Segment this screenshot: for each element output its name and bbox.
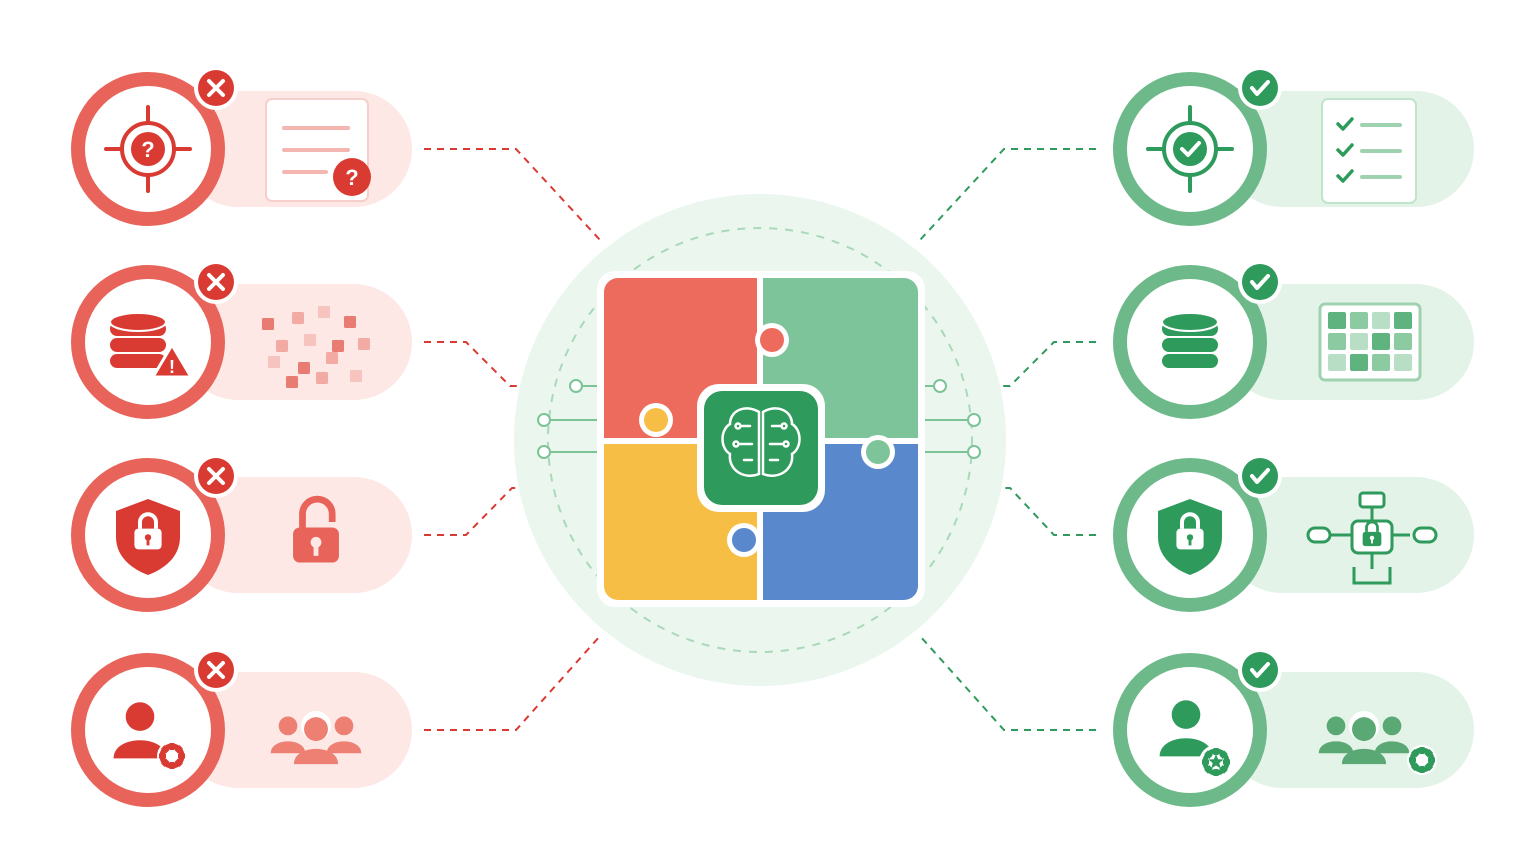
user-star-icon [1159, 700, 1233, 779]
checklist-icon [1321, 98, 1417, 204]
status-ring [1113, 653, 1267, 807]
data-grid-icon [1318, 302, 1422, 382]
document-question-icon: ? [265, 98, 371, 202]
shield-lock-icon [116, 499, 180, 575]
left-column-failures: ??! [71, 66, 412, 807]
connector-right-user [919, 635, 1096, 731]
svg-text:?: ? [345, 165, 358, 190]
brain-circuit-icon [721, 407, 801, 477]
x-icon [194, 454, 238, 498]
circuit-node [933, 379, 947, 393]
circuit-node [967, 413, 981, 427]
center-dashed-ring [547, 227, 973, 653]
scattered-pixels-icon [262, 306, 370, 388]
connector-right-target [919, 148, 1096, 241]
central-hub [514, 194, 1006, 686]
svg-text:?: ? [141, 137, 154, 162]
group-icon [270, 711, 362, 765]
connector-left-user [424, 635, 601, 731]
svg-text:!: ! [169, 357, 175, 377]
right-row-database [1113, 260, 1474, 419]
check-icon [1238, 66, 1282, 110]
puzzle-knob-red [760, 328, 784, 352]
circuit-node [967, 445, 981, 459]
puzzle-knob-green [866, 440, 890, 464]
circuit-node [537, 413, 551, 427]
check-icon [1238, 260, 1282, 304]
group-gear-icon [1318, 711, 1437, 775]
x-icon [194, 66, 238, 110]
right-row-security [1113, 454, 1474, 612]
shield-lock-icon [1158, 499, 1222, 575]
lock-network-icon [1306, 491, 1438, 585]
target-question-icon: ? [104, 105, 192, 193]
database-icon [1161, 312, 1219, 368]
left-row-security [71, 454, 412, 612]
puzzle [604, 278, 918, 600]
puzzle-knob-blue [732, 528, 756, 552]
circuit-node [537, 445, 551, 459]
right-row-user [1113, 648, 1474, 807]
circuit-node [569, 379, 583, 393]
connector-left-target [424, 148, 601, 241]
right-row-target [1113, 66, 1474, 226]
circuit-traces [537, 379, 981, 459]
unlocked-padlock-icon [293, 495, 339, 563]
right-column-successes [1113, 66, 1474, 807]
x-icon [194, 260, 238, 304]
database-warning-icon: ! [109, 312, 193, 379]
brain-hub [704, 391, 818, 505]
left-row-user [71, 648, 412, 807]
user-gear-icon [113, 702, 187, 771]
connector-lines [424, 148, 1096, 731]
x-icon [194, 648, 238, 692]
puzzle-knob-yellow [644, 408, 668, 432]
left-row-target: ?? [71, 66, 412, 226]
target-check-icon [1146, 105, 1234, 193]
check-icon [1238, 648, 1282, 692]
left-row-database: ! [71, 260, 412, 419]
check-icon [1238, 454, 1282, 498]
